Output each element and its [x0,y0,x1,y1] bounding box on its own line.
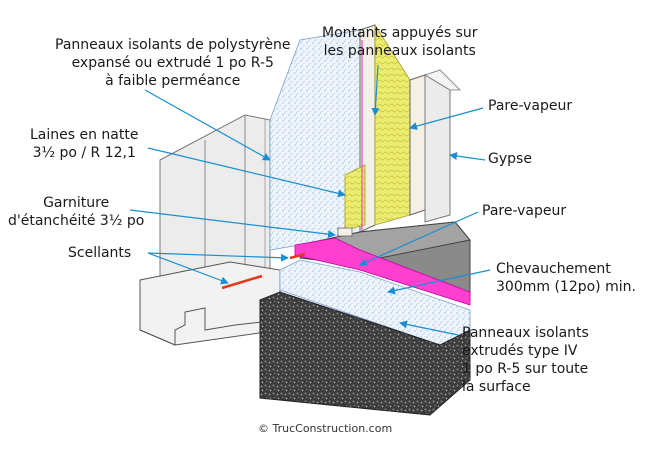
label-line: Panneaux isolants de polystyrène [55,37,291,53]
arrow-scellants-right [147,252,289,262]
arrow-laines [147,147,346,198]
label-gypse: Gypse [488,150,532,168]
label-line: 300mm (12po) min. [496,279,636,295]
label-line: d'étanchéité 3½ po [8,213,145,229]
arrow-panneaux-polystyrene [144,89,271,161]
label-panneaux-extrudes: Panneaux isolants extrudés type IV 1 po … [462,324,589,396]
arrow-gypse [449,152,486,161]
label-panneaux-polystyrene: Panneaux isolants de polystyrène expansé… [55,36,290,90]
label-line: expansé ou extrudé 1 po R-5 [71,55,274,71]
label-line: 3½ po / R 12,1 [32,145,136,161]
label-line: à faible perméance [105,73,241,89]
arrow-pare-vapeur-top [409,107,484,131]
copyright-credit: © TrucConstruction.com [258,422,392,436]
arrow-panneaux-extrudes [399,320,459,336]
label-line: Chevauchement [496,261,611,277]
label-line: Scellants [68,245,132,261]
label-line: les panneaux isolants [323,43,476,59]
label-scellants: Scellants [68,244,131,262]
arrow-garniture [129,209,336,239]
label-line: la surface [462,379,531,395]
gypsum-board [424,69,461,223]
label-line: Garniture [43,195,110,211]
label-line: 1 po R-5 sur toute [462,361,589,377]
label-line: Laines en natte [30,127,139,143]
label-garniture: Garniture d'étanchéité 3½ po [8,194,144,230]
label-chevauchement: Chevauchement 300mm (12po) min. [496,260,636,296]
label-line: Panneaux isolants [462,325,589,341]
arrow-scellants-left [147,252,229,285]
arrow-chevauchement [387,269,491,295]
sealant-line-right [289,252,306,260]
label-pare-vapeur-mid: Pare-vapeur [482,202,566,220]
label-line: extrudés type IV [462,343,578,359]
gasket-strip [337,227,353,237]
arrow-pare-vapeur-mid [359,211,479,266]
label-laines: Laines en natte 3½ po / R 12,1 [30,126,138,162]
credit-text: © TrucConstruction.com [258,422,393,435]
gravel-base [259,291,471,416]
arrow-montants [371,64,380,116]
label-line: Pare-vapeur [482,203,567,219]
under-slab-foam-panel [279,259,471,346]
label-line: Gypse [488,151,532,167]
sealant-line-left [221,274,263,290]
label-pare-vapeur-top: Pare-vapeur [488,97,572,115]
stud-and-batts [344,23,426,233]
leader-arrows [129,64,491,336]
floor-vapour-barrier [294,237,471,306]
label-montants: Montants appuyés sur les panneaux isolan… [322,24,477,60]
label-line: Pare-vapeur [488,98,573,114]
label-line: Montants appuyés sur [322,25,478,41]
